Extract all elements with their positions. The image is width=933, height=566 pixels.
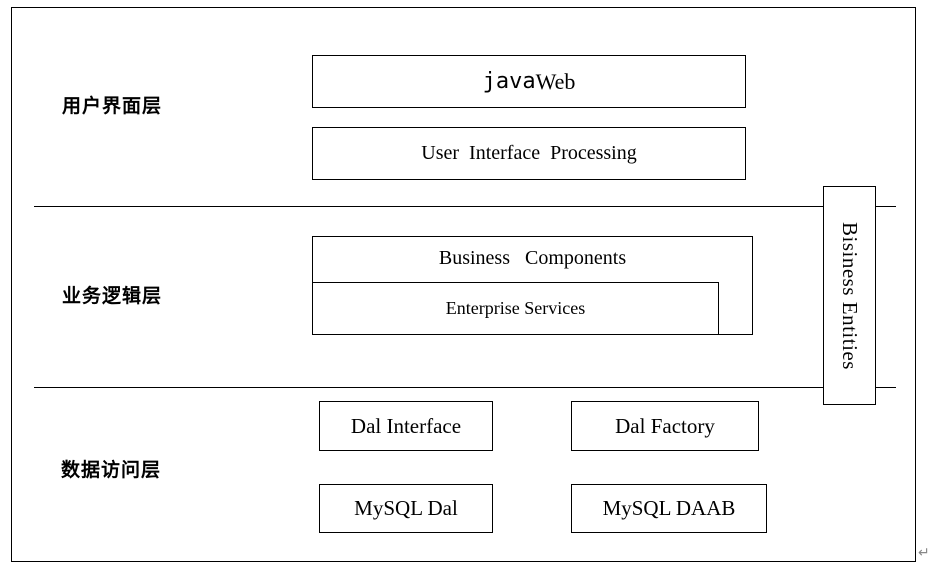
enterprise-services-box: Enterprise Services <box>312 282 719 335</box>
enterprise-services-label: Enterprise Services <box>445 298 586 318</box>
layer-label-ui: 用户界面层 <box>62 95 163 117</box>
diagram-frame <box>11 7 916 562</box>
dal-factory-label: Dal Factory <box>615 413 715 438</box>
layer-divider-business-data <box>34 387 896 388</box>
dal-interface-box: Dal Interface <box>319 401 493 451</box>
ui-processing-label: User Interface Processing <box>421 142 637 164</box>
business-entities-label: Bisiness Entities <box>838 221 862 370</box>
business-entities-box: Bisiness Entities <box>823 186 876 405</box>
layer-divider-ui-business <box>34 206 896 207</box>
mysql-dal-box: MySQL Dal <box>319 484 493 533</box>
javaweb-prefix: java <box>482 69 536 94</box>
dal-factory-box: Dal Factory <box>571 401 759 451</box>
layer-label-data: 数据访问层 <box>61 459 162 481</box>
mysql-dal-label: MySQL Dal <box>354 496 458 520</box>
mysql-daab-box: MySQL DAAB <box>571 484 767 533</box>
ui-processing-box: User Interface Processing <box>312 127 746 180</box>
business-components-label: Business Components <box>438 247 627 269</box>
return-mark-icon: ↵ <box>918 545 930 561</box>
dal-interface-label: Dal Interface <box>350 413 462 438</box>
layer-label-business: 业务逻辑层 <box>62 285 163 307</box>
javaweb-suffix: Web <box>535 68 576 94</box>
mysql-daab-label: MySQL DAAB <box>602 496 736 520</box>
